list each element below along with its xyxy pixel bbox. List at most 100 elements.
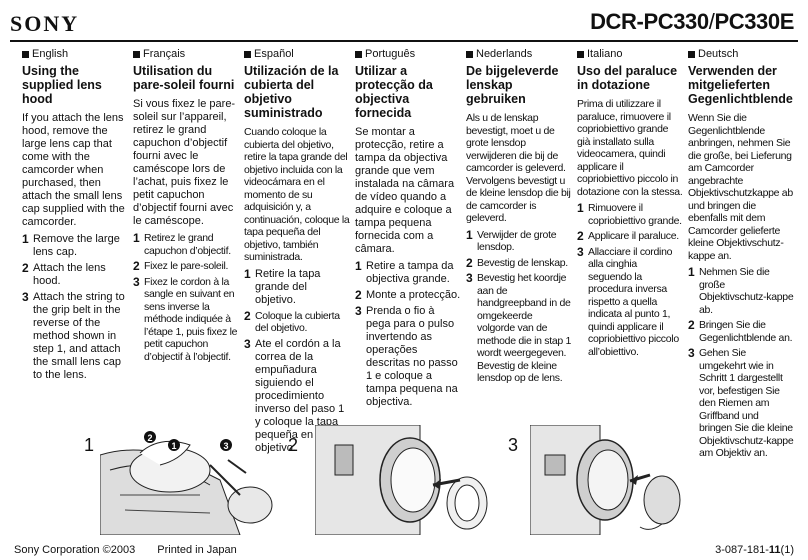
step-number: 1: [466, 227, 473, 242]
figure-1-lens-cap-removal: 2 1 3: [100, 431, 273, 535]
section-heading: De bijgeleverde lenskap gebruiken: [466, 64, 559, 106]
language-name: Nederlands: [476, 48, 533, 60]
callout-badge-2-label: 2: [147, 433, 152, 443]
step-item: 2 Attach the lens hood.: [22, 262, 128, 288]
column-espanol: Español Utilización de la cubierta del o…: [244, 48, 350, 458]
step-number: 1: [577, 201, 584, 215]
step-item: 1 Remove the large lens cap.: [22, 233, 128, 259]
step-text: Coloque la cubierta del objetivo.: [255, 309, 340, 335]
step-text: Attach the string to the grip belt in th…: [33, 291, 125, 381]
step-number: 3: [22, 290, 29, 304]
language-name: Português: [365, 48, 416, 60]
step-text: Verwijder de grote lensdop.: [477, 228, 557, 254]
step-text: Retire a tampa da objectiva grande.: [366, 260, 454, 285]
printed-in: Printed in Japan: [157, 544, 237, 556]
bullet-square-icon: [355, 51, 362, 58]
step-text: Bevestig het koordje aan de handgreepban…: [477, 272, 572, 384]
step-text: Retire la tapa grande del objetivo.: [255, 267, 321, 306]
model-number: DCR-PC330/PC330E: [590, 9, 794, 35]
step-text: Remove the large lens cap.: [33, 233, 120, 258]
step-number: 2: [355, 288, 362, 302]
bullet-square-icon: [577, 51, 584, 58]
language-label: Nederlands: [466, 48, 572, 61]
step-text: Bevestig de lenskap.: [477, 256, 568, 269]
copyright: Sony Corporation ©2003: [14, 544, 136, 556]
step-item: 2 Monte a protecção.: [355, 289, 461, 302]
step-text: Retirez le grand capuchon d’objectif.: [144, 232, 231, 257]
step-number: 1: [244, 266, 251, 281]
step-item: 2 Bevestig de lenskap.: [466, 255, 572, 270]
column-nederlands: Nederlands De bijgeleverde lenskap gebru…: [466, 48, 572, 388]
section-heading: Utilizar a protecção da objectiva fornec…: [355, 64, 433, 120]
bullet-square-icon: [466, 51, 473, 58]
header-rule: [10, 40, 798, 42]
section-heading: Utilisation du pare-soleil fourni: [133, 64, 235, 92]
language-name: Deutsch: [698, 48, 739, 60]
step-item: 3 Attach the string to the grip belt in t…: [22, 291, 128, 382]
step-number: 2: [22, 261, 29, 275]
intro-text: If you attach the lens hood, remove the …: [22, 112, 125, 228]
figure-3-number: 3: [508, 435, 519, 455]
step-number: 3: [355, 304, 362, 318]
language-label: Français: [133, 48, 239, 61]
step-number: 2: [466, 255, 473, 270]
language-name: English: [32, 48, 69, 60]
step-number: 2: [244, 308, 251, 323]
code-part-b: 11: [768, 544, 781, 556]
model-a: DCR-PC330: [590, 9, 709, 34]
language-name: Français: [143, 48, 186, 60]
callout-badge-1-label: 1: [171, 441, 176, 451]
language-name: Italiano: [587, 48, 623, 60]
step-text: Prenda o fio à pega para o pulso inverte…: [366, 305, 458, 408]
figure-2-lens-hood-attach: [315, 425, 488, 535]
step-item: 3 Bevestig het koordje aan de handgreepba…: [466, 272, 572, 385]
bullet-square-icon: [244, 51, 251, 58]
step-list: 1 Retirez le grand capuchon d’objectif. 2…: [133, 232, 239, 363]
model-slash: /: [708, 9, 715, 34]
step-number: 3: [688, 346, 695, 360]
language-label: Português: [355, 48, 461, 61]
step-number: 3: [244, 336, 251, 351]
step-text: Attach the lens hood.: [33, 262, 106, 287]
intro-text: Si vous fixez le pare-soleil sur l’appar…: [133, 98, 236, 227]
column-english: English Using the supplied lens hood If …: [22, 48, 128, 385]
figure-2-number: 2: [288, 435, 299, 455]
language-label: Español: [244, 48, 350, 61]
bullet-square-icon: [133, 51, 140, 58]
callout-badge-3: [220, 439, 232, 451]
step-number: 2: [577, 229, 584, 243]
step-number: 3: [466, 271, 473, 285]
intro-text: Prima di utilizzare il paraluce, rimuove…: [577, 98, 683, 198]
callout-badge-3-label: 3: [223, 441, 228, 451]
intro-text: Se montar a protecção, retire a tampa da…: [355, 126, 455, 255]
column-francais: Français Utilisation du pare-soleil four…: [133, 48, 239, 366]
document-code: 3-087-181-11(1): [715, 544, 794, 556]
step-item: 1 Verwijder de grote lensdop.: [466, 227, 572, 254]
step-number: 1: [22, 232, 29, 246]
column-portugues: Português Utilizar a protecção da object…: [355, 48, 461, 412]
step-text: Fixez le pare-soleil.: [144, 260, 229, 272]
step-text: Bringen Sie die Gegenlichtblende an.: [699, 319, 793, 344]
step-list: 1 Verwijder de grote lensdop. 2 Bevestig d…: [466, 227, 572, 385]
step-item: 1 Retire la tapa grande del objetivo.: [244, 266, 350, 307]
footer-left: Sony Corporation ©2003 Printed in Japan: [14, 544, 259, 556]
step-text: Monte a protecção.: [366, 289, 461, 301]
bullet-square-icon: [22, 51, 29, 58]
step-item: 2 Coloque la cubierta del objetivo.: [244, 308, 350, 335]
step-text: Allacciare il cordino alla cinghia segue…: [588, 245, 679, 358]
callout-badge-1: [168, 439, 180, 451]
step-number: 1: [133, 231, 140, 245]
step-text: Nehmen Sie die große Objektivschutz-kapp…: [699, 266, 794, 316]
step-list: 1 Retire la tapa grande del objetivo. 2 Co…: [244, 266, 350, 455]
figure-1-number: 1: [84, 435, 95, 455]
